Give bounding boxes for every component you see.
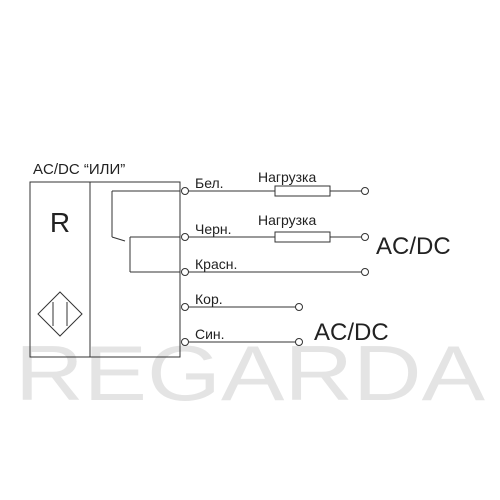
load-label-2: Нагрузка (258, 212, 316, 228)
terminal-blue-inner (181, 338, 189, 346)
wire-red-label: Красн. (195, 256, 237, 272)
wire-white-label: Бел. (195, 175, 224, 191)
terminal-black-inner (181, 233, 189, 241)
terminal-brown-inner (181, 303, 189, 311)
wire-black-label: Черн. (195, 221, 232, 237)
relay-label: R (50, 207, 70, 238)
wire-blue-label: Син. (195, 326, 225, 342)
load-resistor-2 (274, 231, 331, 243)
diamond-sensor-icon (37, 291, 83, 337)
terminal-red-outer (361, 268, 369, 276)
power-supply-label: AC/DC (314, 319, 389, 346)
terminal-white-inner (181, 187, 189, 195)
terminal-black-outer (361, 233, 369, 241)
load-label-1: Нагрузка (258, 169, 316, 185)
watermark-text: REGARDA (15, 329, 485, 417)
terminal-white-outer (361, 187, 369, 195)
relay-housing (89, 181, 181, 358)
relay-contact-switch (111, 190, 180, 273)
header-label: AC/DC “ИЛИ” (33, 161, 125, 178)
terminal-brown-outer (295, 303, 303, 311)
load-resistor-1 (274, 185, 331, 197)
terminal-red-inner (181, 268, 189, 276)
output-supply-label: AC/DC (376, 233, 451, 260)
wire-brown-label: Кор. (195, 291, 223, 307)
terminal-blue-outer (295, 338, 303, 346)
